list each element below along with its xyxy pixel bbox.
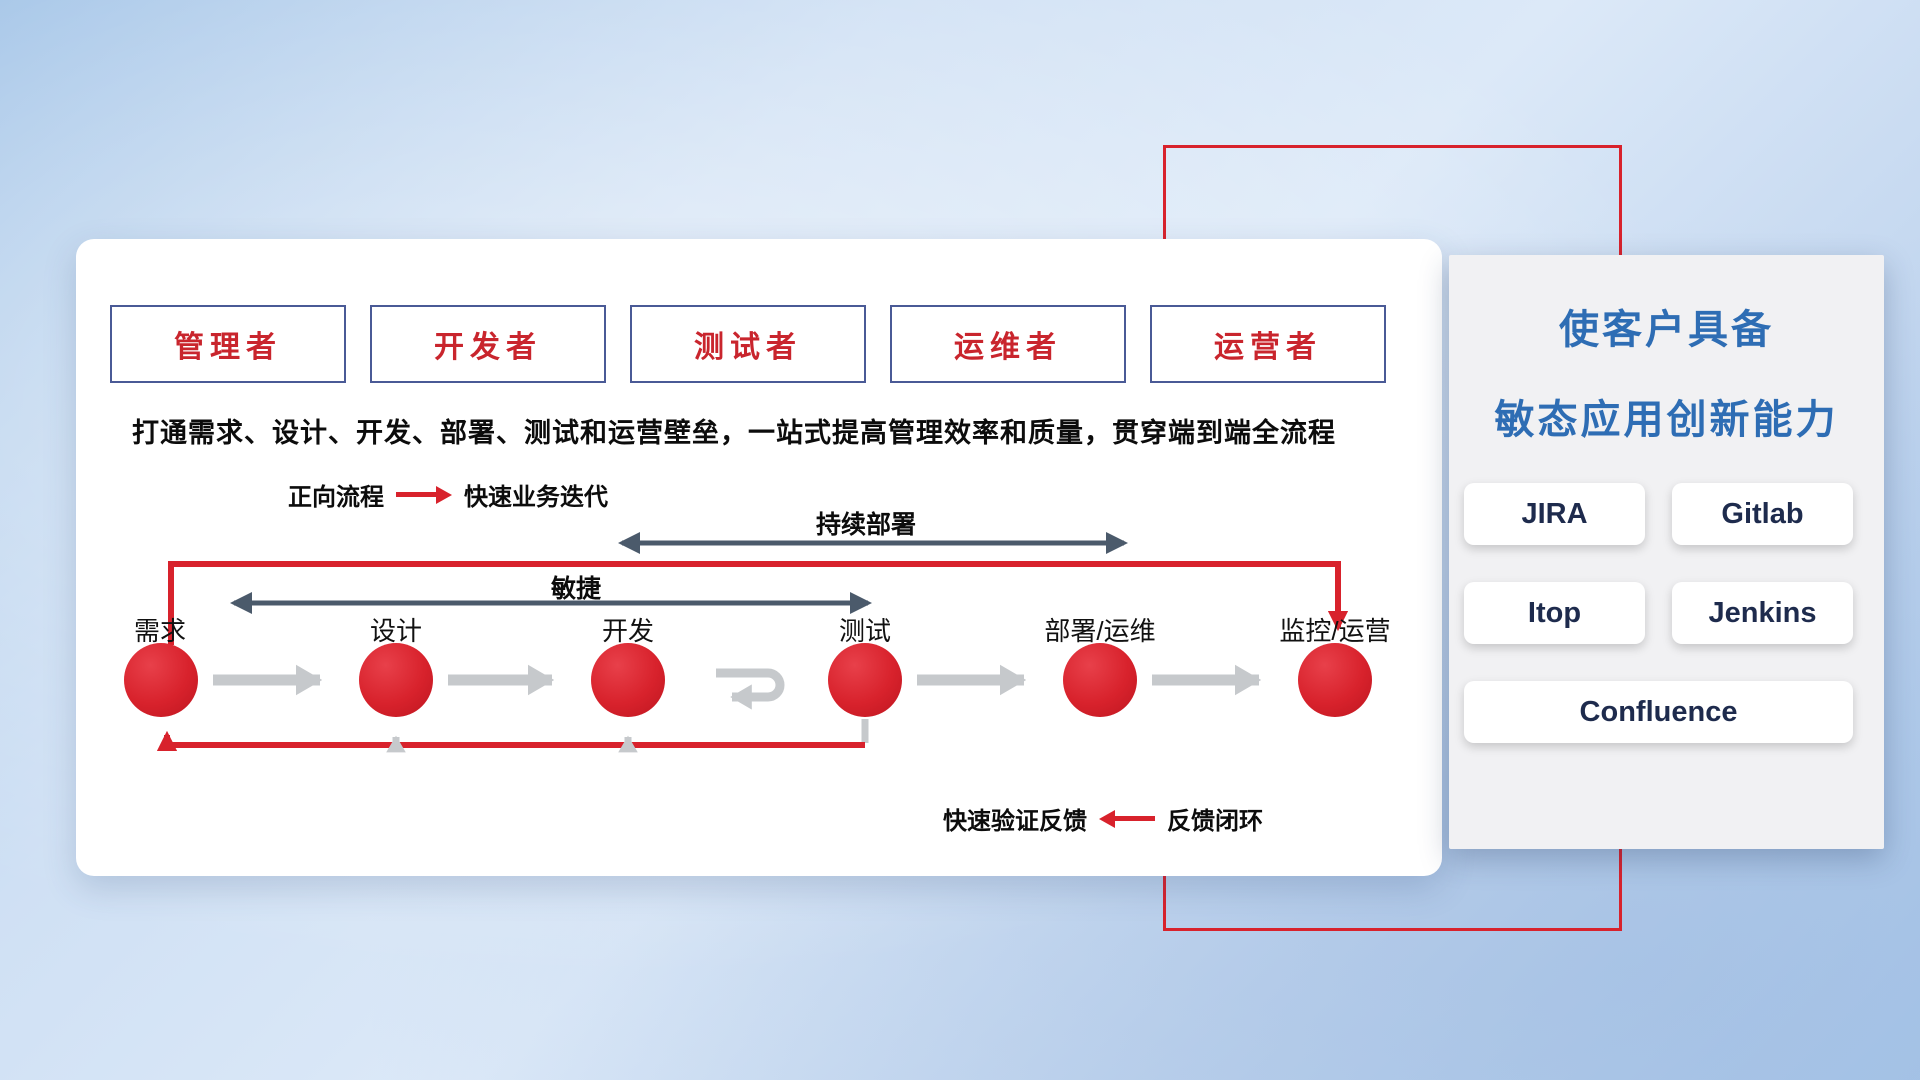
feedback-legend-label: 反馈闭环 xyxy=(1167,808,1263,835)
forward-arrow-icon xyxy=(396,485,452,504)
flow-arrows-canvas xyxy=(156,531,1349,753)
role-box-ops: 运维者 xyxy=(890,305,1126,383)
node-circle-test xyxy=(828,643,902,717)
feedback-legend-desc: 快速验证反馈 xyxy=(943,808,1087,835)
role-box-operator: 运营者 xyxy=(1150,305,1386,383)
node-circle-design xyxy=(359,643,433,717)
node-label-develop: 开发 xyxy=(601,616,654,646)
roles-row: 管理者 开发者 测试者 运维者 运营者 xyxy=(110,305,1386,383)
node-circle-deploy-ops xyxy=(1063,643,1137,717)
node-label-test: 测试 xyxy=(838,616,891,646)
feedback-loop-line xyxy=(156,730,865,752)
diagram-subtitle: 打通需求、设计、开发、部署、测试和运营壁垒，一站式提高管理效率和质量，贯穿端到端… xyxy=(132,418,1336,448)
panel-title-line2: 敏态应用创新能力 xyxy=(1494,398,1839,442)
forward-legend-label: 正向流程 xyxy=(288,484,384,511)
node-label-design: 设计 xyxy=(369,616,422,646)
tool-chip-jira[interactable]: JIRA xyxy=(1464,483,1645,545)
node-label-monitor-op: 监控/运营 xyxy=(1279,616,1391,646)
forward-loop-line xyxy=(168,561,1349,645)
forward-legend-desc: 快速业务迭代 xyxy=(464,484,608,511)
tool-chip-gitlab[interactable]: Gitlab xyxy=(1672,483,1853,545)
node-label-deploy-ops: 部署/运维 xyxy=(1044,616,1156,646)
panel-title-line1: 使客户具备 xyxy=(1559,308,1774,352)
capability-panel: 使客户具备 敏态应用创新能力 JIRA Gitlab Itop Jenkins … xyxy=(1449,255,1884,849)
role-box-developer: 开发者 xyxy=(370,305,606,383)
node-label-requirements: 需求 xyxy=(133,616,186,646)
node-circle-develop xyxy=(591,643,665,717)
forward-legend: 正向流程 快速业务迭代 xyxy=(288,477,608,512)
tool-chip-itop[interactable]: Itop xyxy=(1464,582,1645,644)
node-circle-monitor-op xyxy=(1298,643,1372,717)
feedback-arrow-icon xyxy=(1099,809,1155,828)
feedback-legend: 快速验证反馈 反馈闭环 xyxy=(943,801,1263,836)
node-circle-requirements xyxy=(124,643,198,717)
devops-flow-card: 管理者 开发者 测试者 运维者 运营者 打通需求、设计、开发、部署、测试和运营壁… xyxy=(76,239,1442,876)
iterate-loop-icon xyxy=(716,668,785,710)
tool-chip-confluence[interactable]: Confluence xyxy=(1464,681,1853,743)
role-box-tester: 测试者 xyxy=(630,305,866,383)
role-box-manager: 管理者 xyxy=(110,305,346,383)
tool-chip-jenkins[interactable]: Jenkins xyxy=(1672,582,1853,644)
